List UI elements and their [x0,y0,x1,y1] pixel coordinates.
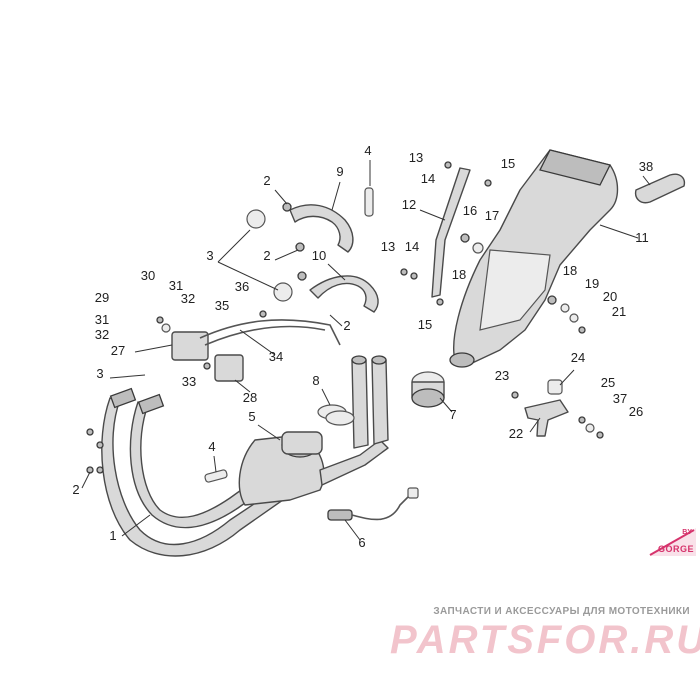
part-22-bracket [524,399,569,437]
callout-c24: 24 [571,350,585,365]
part-8-clamp [317,404,355,426]
callout-c19: 19 [585,276,599,291]
callout-c20: 20 [603,289,617,304]
callout-c11: 11 [635,230,649,245]
part-24-rubber [547,379,563,395]
callout-c2b: 2 [263,248,270,263]
badge-shape-icon [649,528,696,556]
callout-c15a: 15 [501,156,515,171]
callout-c9: 9 [336,164,343,179]
badge-by-text: BY [682,529,692,536]
callout-c27: 27 [111,343,125,358]
callout-c2d: 2 [72,482,79,497]
callout-c36: 36 [235,279,249,294]
callout-c30: 30 [141,268,155,283]
callout-c15b: 15 [418,317,432,332]
part-38-end-cap [634,173,686,204]
callout-c2c: 2 [343,318,350,333]
callout-c32b: 32 [95,327,109,342]
part-27-module [171,331,209,361]
callout-c2a: 2 [263,173,270,188]
callout-c5: 5 [248,409,255,424]
callout-c18a: 18 [452,267,466,282]
part-link-pipes [351,355,389,449]
callout-c12: 12 [402,197,416,212]
part-9-upper-pipe [246,202,354,253]
callout-c31a: 31 [169,278,183,293]
badge-name-text: GORGE [657,544,694,554]
callout-c37: 37 [613,391,627,406]
callout-c32a: 32 [181,291,195,306]
part-11-muffler [449,149,619,368]
part-28-bracket [214,354,244,382]
brand-badge: BY GORGE [644,526,696,556]
callout-c33: 33 [182,374,196,389]
part-5-collector [238,431,389,506]
callout-c3b: 3 [96,366,103,381]
callout-c22: 22 [509,426,523,441]
part-34-35-wiring [199,319,341,346]
part-4-springs [204,187,374,483]
callout-c25: 25 [601,375,615,390]
callout-c4b: 4 [208,439,215,454]
callout-c35: 35 [215,298,229,313]
callout-c13b: 13 [381,239,395,254]
part-7-sleeve [411,371,445,408]
callout-c14a: 14 [421,171,435,186]
leader-lines [81,160,651,541]
callout-c31b: 31 [95,312,109,327]
callout-c38: 38 [639,159,653,174]
callout-c16: 16 [463,203,477,218]
callout-c4a: 4 [364,143,371,158]
callout-c6: 6 [358,535,365,550]
callout-c18b: 18 [563,263,577,278]
callout-c26: 26 [629,404,643,419]
part-12-hanger [431,167,471,298]
callout-c8: 8 [312,373,319,388]
callout-c14b: 14 [405,239,419,254]
callout-c21: 21 [612,304,626,319]
callout-c17: 17 [485,208,499,223]
part-6-lambda-sensor [327,487,419,521]
callout-c34: 34 [269,349,283,364]
callout-c1: 1 [109,528,116,543]
fasteners [86,161,604,474]
callout-c28: 28 [243,390,257,405]
callout-c23: 23 [495,368,509,383]
callout-c7: 7 [449,407,456,422]
watermark-caption: ЗАПЧАСТИ И АКСЕССУАРЫ ДЛЯ МОТОТЕХНИКИ [433,606,690,617]
watermark-logo: PARTSFOR.RU [390,618,700,662]
part-10-upper-pipe [273,242,379,313]
callout-c29: 29 [95,290,109,305]
callout-c13a: 13 [409,150,423,165]
callout-c3a: 3 [206,248,213,263]
callout-c10: 10 [312,248,326,263]
